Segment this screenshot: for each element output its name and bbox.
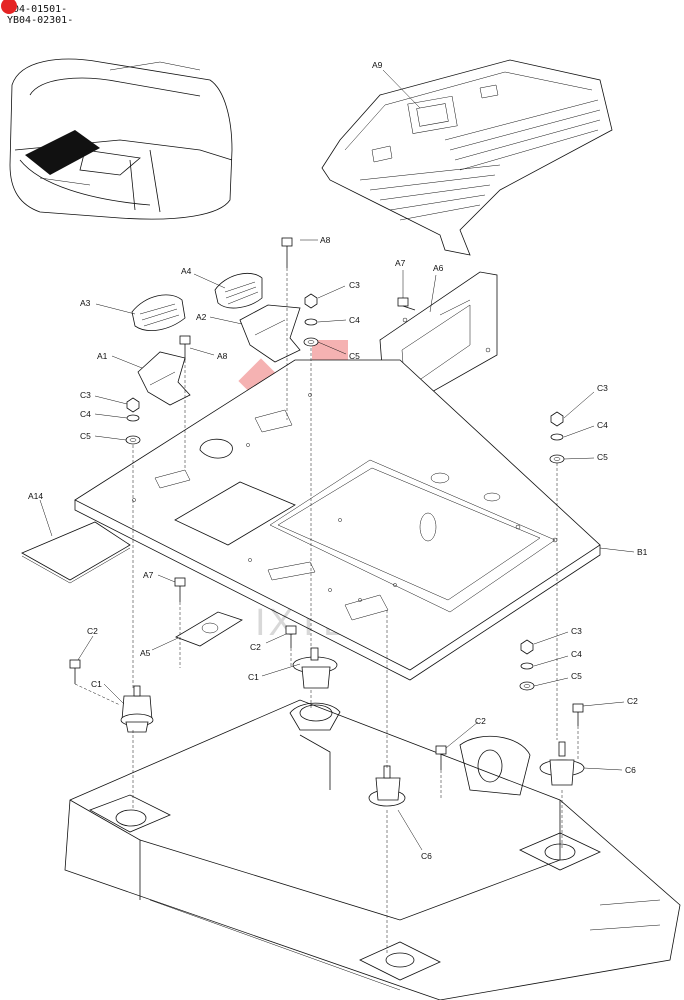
- callout-a3: A3: [80, 298, 91, 308]
- cover-plate-a14: [21, 521, 131, 584]
- callout-c4-right: C4: [597, 420, 608, 430]
- callout-c4-left: C4: [80, 409, 91, 419]
- callout-c1-center: C1: [248, 672, 259, 682]
- mount-c1-left: [120, 685, 154, 733]
- mount-c6-right: [539, 741, 585, 786]
- callout-labels: A9 A8 A4 A7 A6 C3 A3 A2 C4 C5 A1 A8 C3 C…: [28, 60, 648, 861]
- callout-c3-top: C3: [349, 280, 360, 290]
- callout-c2-center: C2: [250, 642, 261, 652]
- base-frame: [64, 699, 681, 1000]
- serial-number-2: YB04-02301-: [7, 15, 74, 26]
- cab-inset-illustration: [9, 58, 233, 220]
- callout-b1: B1: [637, 547, 648, 557]
- pedal-a4: [214, 273, 263, 309]
- callout-c6-center: C6: [421, 851, 432, 861]
- callout-c2-lower-right: C2: [627, 696, 638, 706]
- callout-c2-mid: C2: [475, 716, 486, 726]
- callout-a7-top: A7: [395, 258, 406, 268]
- washer-stack-lower: [519, 639, 535, 691]
- bolt-a7-top: [397, 297, 416, 311]
- mount-c1-center: [292, 647, 338, 689]
- callout-c4-lower: C4: [571, 649, 582, 659]
- alignment-lines: [74, 268, 579, 955]
- callout-c5-lower: C5: [571, 671, 582, 681]
- callout-c3-right: C3: [597, 383, 608, 393]
- brand-badge-icon: [1, 0, 17, 14]
- callout-a8-mid: A8: [217, 351, 228, 361]
- serial-range: A04-01501- YB04-02301-: [1, 0, 74, 26]
- bolt-c2-lower-right: [572, 703, 584, 726]
- bolt-c2-center: [285, 625, 297, 648]
- bolt-a8-top: [281, 237, 293, 268]
- callout-c5-left: C5: [80, 431, 91, 441]
- callout-c5-top: C5: [349, 351, 360, 361]
- floor-plate-b1: [74, 359, 601, 681]
- serial-number-1: A04-01501-: [7, 4, 68, 15]
- callout-c3-left: C3: [80, 390, 91, 400]
- callout-a6: A6: [433, 263, 444, 273]
- mount-c6-center: [368, 765, 406, 807]
- washer-stack-left: [125, 397, 141, 445]
- callout-c2-left: C2: [87, 626, 98, 636]
- callout-c3-lower: C3: [571, 626, 582, 636]
- washer-stack-right: [549, 411, 565, 464]
- plate-a5: [175, 611, 243, 647]
- washer-stack-top: [303, 293, 319, 347]
- bolt-c2-mid: [435, 745, 447, 770]
- callout-a14: A14: [28, 491, 43, 501]
- floor-mat-a9: [321, 59, 613, 256]
- callout-c1-left: C1: [91, 679, 102, 689]
- callout-c4-top: C4: [349, 315, 360, 325]
- pedal-a3: [131, 294, 186, 331]
- pedal-bracket-a1: [137, 351, 191, 406]
- callout-c5-right: C5: [597, 452, 608, 462]
- bolt-a8-mid: [179, 335, 191, 360]
- pedal-bracket-a2: [239, 304, 301, 363]
- callout-c6-right: C6: [625, 765, 636, 775]
- bolt-a7-bottom: [174, 577, 186, 602]
- callout-a4: A4: [181, 266, 192, 276]
- callout-a9: A9: [372, 60, 383, 70]
- callout-a5: A5: [140, 648, 151, 658]
- callout-a2: A2: [196, 312, 207, 322]
- leader-lines: [39, 69, 635, 851]
- callout-a7-bottom: A7: [143, 570, 154, 580]
- bolt-c2-left: [69, 659, 81, 684]
- callout-a1: A1: [97, 351, 108, 361]
- callout-a8-top: A8: [320, 235, 331, 245]
